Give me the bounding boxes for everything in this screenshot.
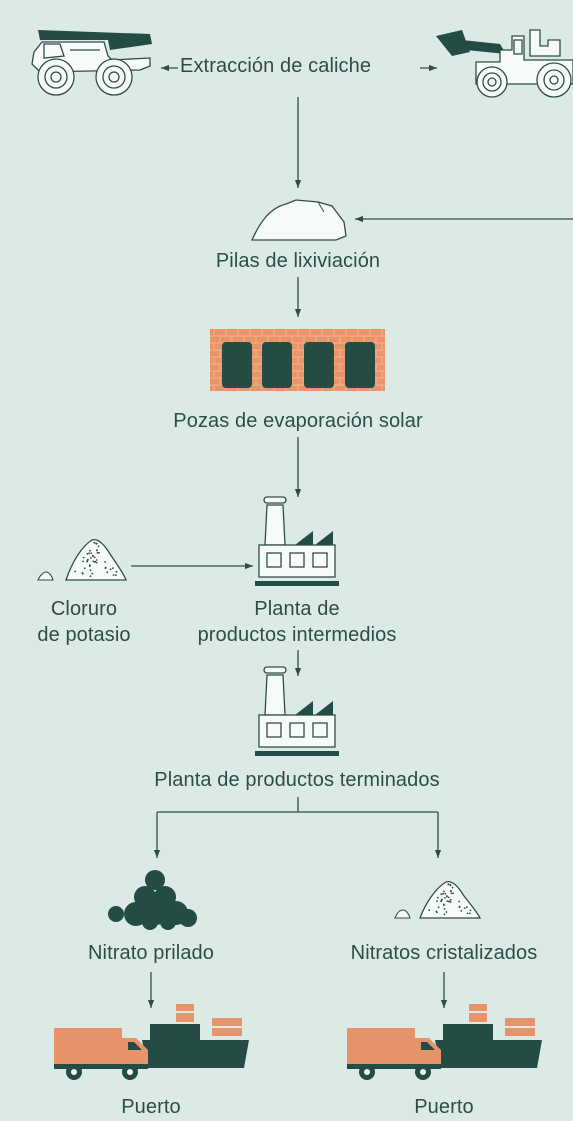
leach-pile-icon	[250, 199, 347, 241]
connectors	[131, 64, 573, 1008]
label-prilled-nitrate: Nitrato prilado	[87, 942, 215, 964]
label-potassium-chloride-1: Cloruro	[50, 598, 118, 620]
prilled-pellets-icon	[108, 870, 197, 930]
label-heap-leaching: Pilas de lixiviación	[215, 250, 381, 272]
potash-pile-icon	[37, 538, 127, 581]
label-extraction: Extracción de caliche	[180, 55, 372, 77]
label-port-right: Puerto	[414, 1096, 474, 1118]
label-intermediate-plant-2: productos intermedios	[197, 624, 397, 646]
label-intermediate-plant-1: Planta de	[254, 598, 340, 620]
factory-icon	[255, 666, 339, 756]
factory-icon	[255, 496, 339, 586]
truck-ship-icon	[54, 1004, 249, 1080]
label-potassium-chloride-2: de potasio	[37, 624, 131, 646]
front-loader-icon	[436, 29, 573, 98]
mining-truck-icon	[31, 30, 152, 96]
crystal-pile-icon	[394, 880, 482, 919]
evaporation-pond-icon	[210, 329, 385, 391]
label-crystallized-nitrates: Nitratos cristalizados	[350, 942, 538, 964]
label-evaporation-ponds: Pozas de evaporación solar	[173, 410, 423, 432]
truck-ship-icon	[347, 1004, 542, 1080]
label-finished-plant: Planta de productos terminados	[154, 769, 440, 791]
label-port-left: Puerto	[121, 1096, 181, 1118]
